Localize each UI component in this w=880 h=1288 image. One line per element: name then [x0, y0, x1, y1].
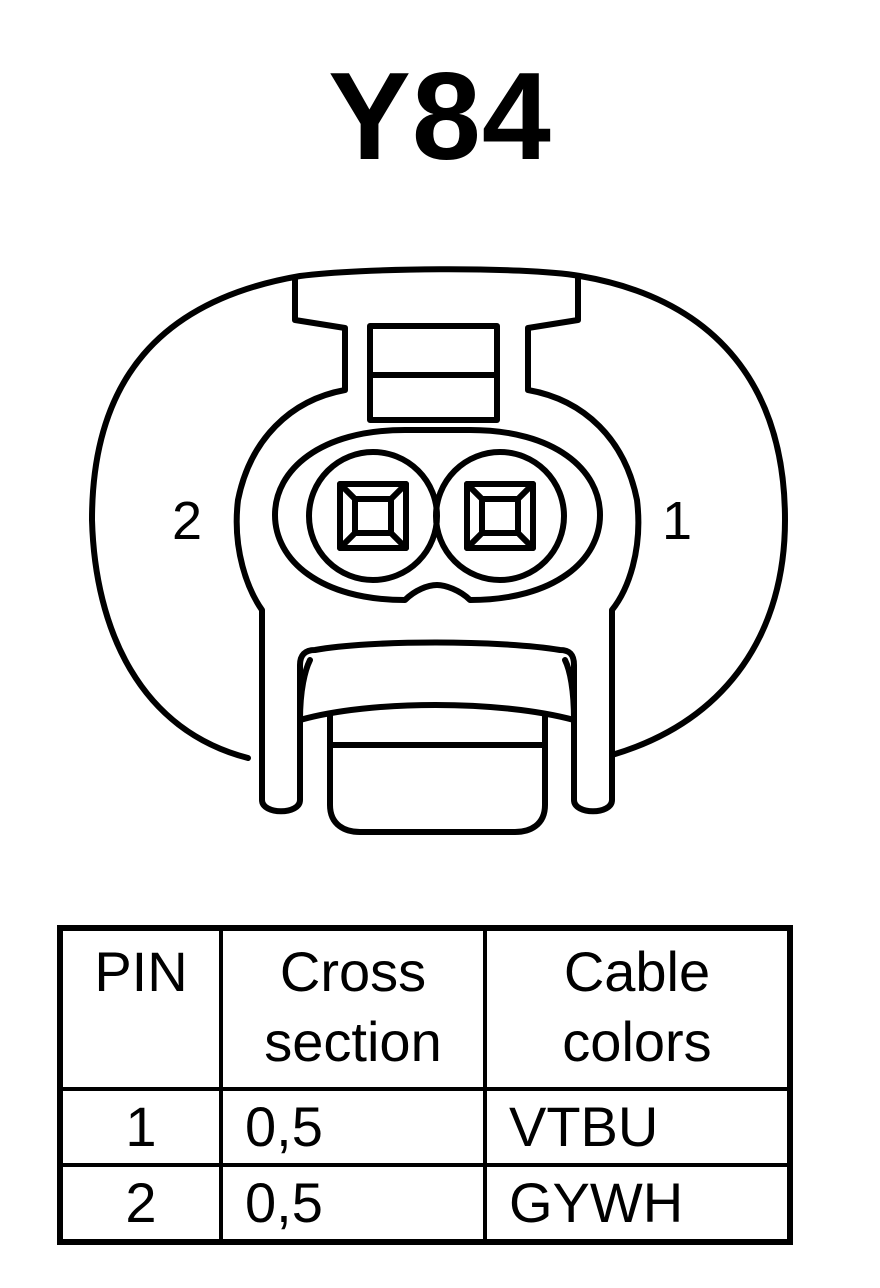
- cell-pin: 2: [58, 1163, 223, 1244]
- pin-label-1: 1: [662, 491, 692, 551]
- cell-cable-color: VTBU: [483, 1087, 792, 1167]
- cell-cross-section: 0,5: [219, 1087, 487, 1167]
- connector-outer-shell: [89, 266, 788, 761]
- table-header-row: PIN Cross section Cable colors: [58, 926, 792, 1091]
- terminal-cavity: [272, 427, 603, 603]
- bottom-key: [327, 712, 548, 835]
- terminal-pin-1-ring: [433, 449, 567, 583]
- header-color-line2: colors: [562, 1010, 712, 1073]
- cell-cross-section: 0,5: [219, 1163, 487, 1244]
- header-color-line1: Cable: [563, 940, 711, 1003]
- header-pin: PIN: [58, 926, 223, 1091]
- table-row: 2 0,5 GYWH: [58, 1163, 792, 1244]
- lower-latch: [297, 639, 577, 723]
- header-cross-section: Cross section: [219, 926, 487, 1091]
- table-row: 1 0,5 VTBU: [58, 1087, 792, 1167]
- header-cross-line2: section: [264, 1010, 442, 1073]
- cell-pin: 1: [58, 1087, 223, 1167]
- pin-assignment-table: PIN Cross section Cable colors 1 0,5 VTB…: [57, 925, 793, 1245]
- header-cable-colors: Cable colors: [483, 926, 792, 1091]
- connector-title: Y84: [328, 48, 552, 186]
- connector-face-diagram: 2 1: [89, 266, 788, 835]
- header-cross-line1: Cross: [279, 940, 427, 1003]
- terminal-pin-2-ring: [306, 449, 440, 583]
- cell-cable-color: GYWH: [483, 1163, 792, 1244]
- pin-label-2: 2: [172, 491, 202, 551]
